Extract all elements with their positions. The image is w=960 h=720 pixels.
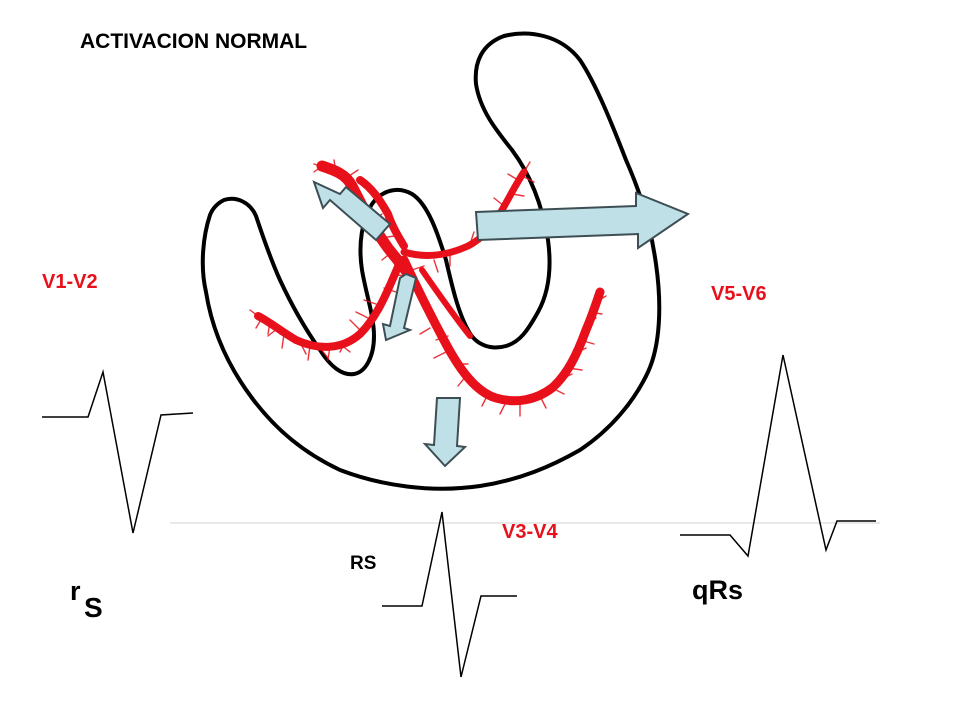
complex-label-rS-small: r bbox=[70, 576, 81, 606]
right-bundle-branch bbox=[254, 258, 404, 351]
lead-label-v1-v2: V1-V2 bbox=[42, 271, 98, 293]
activation-vectors bbox=[312, 180, 691, 468]
left-mid-fascicle bbox=[419, 267, 473, 339]
complex-label-rS-big: S bbox=[84, 592, 103, 623]
ecg-waveforms bbox=[42, 354, 876, 678]
lead-label-v5-v6: V5-V6 bbox=[711, 283, 767, 305]
ecg-qRs bbox=[680, 354, 876, 558]
heart-outline bbox=[200, 31, 662, 491]
left-posterior-fascicle bbox=[399, 255, 605, 406]
ecg-RS bbox=[382, 511, 517, 678]
arrow-icon bbox=[312, 180, 392, 242]
outer-contour bbox=[200, 31, 662, 491]
purkinje-fibers bbox=[249, 159, 607, 417]
lead-label-v3-v4: V3-V4 bbox=[502, 521, 558, 543]
complex-label-RS: RS bbox=[350, 553, 377, 574]
arrow-icon bbox=[422, 397, 468, 468]
his-bundle-left-fork bbox=[356, 176, 408, 250]
arrow-icon bbox=[381, 272, 418, 342]
arrow-icon bbox=[474, 191, 691, 250]
conduction-system bbox=[249, 159, 607, 417]
ecg-rS bbox=[42, 369, 194, 534]
complex-label-qRs: qRs bbox=[692, 575, 744, 605]
diagram-title: ACTIVACION NORMAL bbox=[80, 30, 308, 53]
